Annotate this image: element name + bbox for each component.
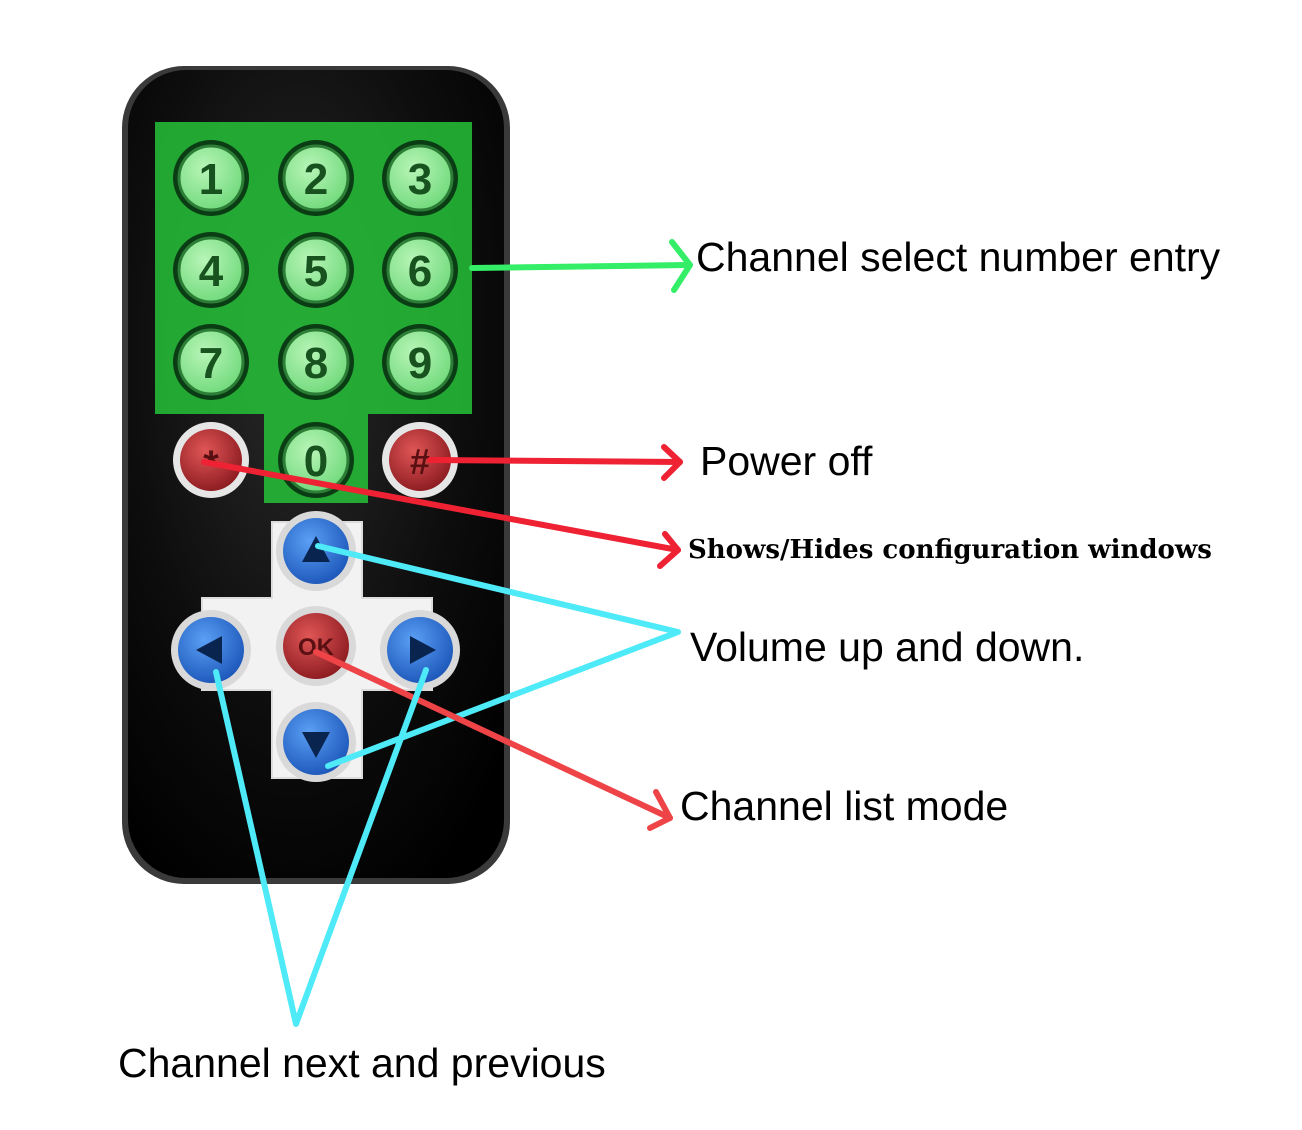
hash-key[interactable]: # — [382, 422, 458, 498]
arrow-power-off — [427, 457, 683, 465]
label-next-previous: Channel next and previous — [118, 1040, 606, 1086]
arrow-config-windows — [201, 459, 681, 553]
arrowhead-power-off-icon — [661, 444, 683, 481]
label-config-windows: Shows/Hides configuration windows — [688, 535, 1212, 565]
key-1-label: 1 — [199, 155, 223, 204]
up-triangle-icon — [302, 536, 330, 562]
key-4-label: 4 — [199, 247, 224, 296]
key-7[interactable]: 7 — [173, 324, 249, 400]
number-pad-highlight — [155, 122, 472, 503]
key-6-label: 6 — [408, 247, 432, 296]
arrow-volume — [315, 543, 681, 769]
key-5-label: 5 — [304, 247, 328, 296]
arrow-number-entry — [469, 262, 691, 271]
key-4[interactable]: 4 — [173, 232, 249, 308]
key-9[interactable]: 9 — [382, 324, 458, 400]
left-triangle-icon — [196, 636, 222, 664]
label-volume: Volume up and down. — [690, 624, 1085, 670]
left-key[interactable] — [171, 610, 251, 690]
key-3-label: 3 — [408, 155, 432, 204]
key-8-label: 8 — [304, 339, 328, 388]
arrowhead-config-windows-icon — [657, 531, 681, 569]
ok-key[interactable]: OK — [276, 606, 356, 686]
key-8[interactable]: 8 — [278, 324, 354, 400]
hash-key-label: # — [410, 441, 430, 482]
arrow-list-mode — [313, 649, 673, 821]
key-2[interactable]: 2 — [278, 140, 354, 216]
down-triangle-icon — [302, 732, 330, 758]
label-list-mode: Channel list mode — [680, 783, 1009, 829]
up-key[interactable] — [276, 511, 356, 591]
key-5[interactable]: 5 — [278, 232, 354, 308]
key-1[interactable]: 1 — [173, 140, 249, 216]
arrowhead-list-mode-icon — [647, 789, 673, 831]
key-0-label: 0 — [304, 437, 328, 486]
key-3[interactable]: 3 — [382, 140, 458, 216]
arrowhead-number-entry-icon — [669, 239, 693, 293]
star-key[interactable]: * — [173, 422, 249, 498]
key-9-label: 9 — [408, 339, 432, 388]
right-key[interactable] — [380, 610, 460, 690]
right-triangle-icon — [410, 636, 436, 664]
label-power-off: Power off — [700, 438, 873, 484]
arrow-next-previous — [213, 667, 429, 1027]
label-number-entry: Channel select number entry — [696, 234, 1221, 280]
key-2-label: 2 — [304, 155, 328, 204]
key-6[interactable]: 6 — [382, 232, 458, 308]
key-7-label: 7 — [199, 339, 223, 388]
down-key[interactable] — [276, 702, 356, 782]
